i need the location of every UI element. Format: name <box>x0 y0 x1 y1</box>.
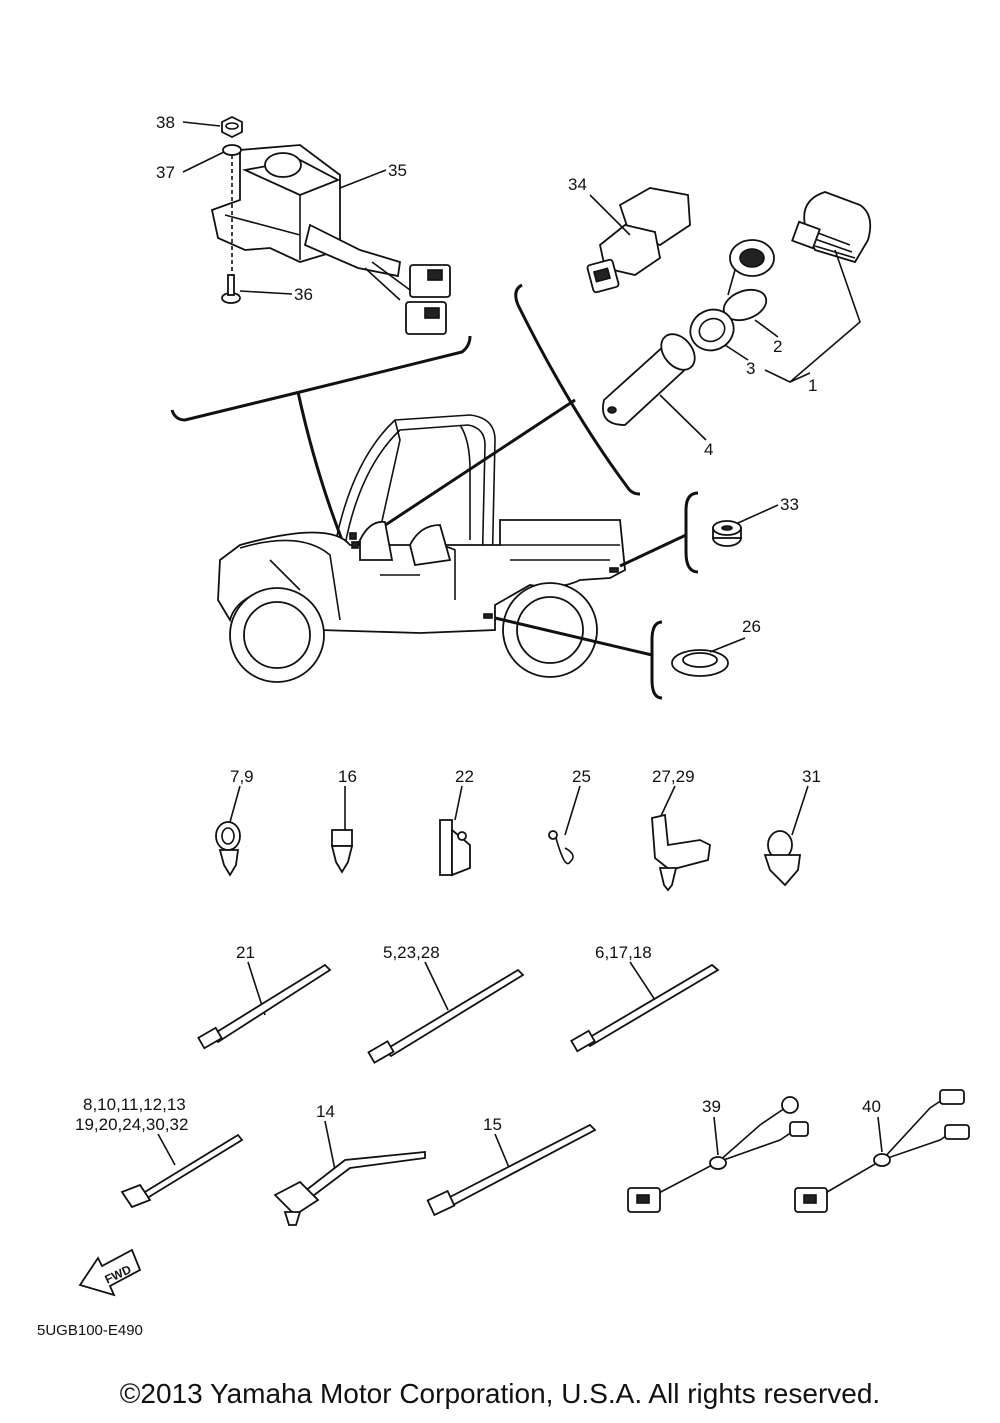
callout-8-line1: 8,10,11,12,13 <box>83 1095 186 1114</box>
callout-40: 40 <box>862 1097 881 1116</box>
callout-34: 34 <box>568 175 587 194</box>
fwd-arrow-icon: FWD <box>78 1248 142 1297</box>
cable-tie-15 <box>426 1123 597 1217</box>
washer-37 <box>222 144 242 156</box>
socket-body-1 <box>791 191 872 264</box>
sensor-34 <box>586 187 691 294</box>
socket-cap-2 <box>722 239 775 322</box>
callout-27-29: 27,29 <box>652 767 695 786</box>
callout-6-17-18: 6,17,18 <box>595 943 652 962</box>
clamp-25 <box>548 830 574 865</box>
clamp-16 <box>330 829 354 874</box>
callout-33: 33 <box>780 495 799 514</box>
callout-15: 15 <box>483 1115 502 1134</box>
cable-tie-8-group <box>120 1133 244 1209</box>
callout-16: 16 <box>338 767 357 786</box>
nut-3 <box>689 308 735 352</box>
callout-4: 4 <box>704 440 713 459</box>
lead-wire-39 <box>627 1096 809 1213</box>
clamp-22 <box>439 819 471 877</box>
grommet-26 <box>671 649 729 677</box>
callout-37: 37 <box>156 163 175 182</box>
callout-31: 31 <box>802 767 821 786</box>
callout-26: 26 <box>742 617 761 636</box>
callout-39: 39 <box>702 1097 721 1116</box>
callout-2: 2 <box>773 337 782 356</box>
copyright-notice: ©2013 Yamaha Motor Corporation, U.S.A. A… <box>119 1378 881 1409</box>
callout-35: 35 <box>388 161 407 180</box>
clamp-27-29 <box>651 813 711 892</box>
cable-tie-6-17-18 <box>570 963 720 1053</box>
callout-14: 14 <box>316 1102 335 1121</box>
callout-36: 36 <box>294 285 313 304</box>
callout-7-9: 7,9 <box>230 767 254 786</box>
bracket-line-26 <box>650 620 663 700</box>
socket-cover-4 <box>602 333 696 426</box>
callout-25: 25 <box>572 767 591 786</box>
cable-tie-5-23-28 <box>367 968 525 1064</box>
callout-1: 1 <box>808 376 817 395</box>
callout-3: 3 <box>746 359 755 378</box>
callout-22: 22 <box>455 767 474 786</box>
lead-wire-40 <box>794 1089 970 1213</box>
grommet-33 <box>712 520 742 547</box>
callout-21: 21 <box>236 943 255 962</box>
bracket-line-33 <box>684 491 699 574</box>
callout-5-23-28: 5,23,28 <box>383 943 440 962</box>
bracket-line-switch <box>170 335 472 422</box>
bolt-36 <box>221 274 241 304</box>
cable-tie-21 <box>197 963 332 1050</box>
clamp-band-14 <box>273 1151 426 1226</box>
vehicle-illustration <box>217 414 626 683</box>
callout-38: 38 <box>156 113 175 132</box>
clamp-31 <box>763 830 802 887</box>
switch-assembly-35 <box>210 144 451 335</box>
nut-38 <box>221 115 243 139</box>
clamp-7-9 <box>215 821 241 877</box>
callout-8-line2: 19,20,24,30,32 <box>75 1115 188 1134</box>
diagram-code: 5UGB100-E490 <box>37 1322 143 1339</box>
